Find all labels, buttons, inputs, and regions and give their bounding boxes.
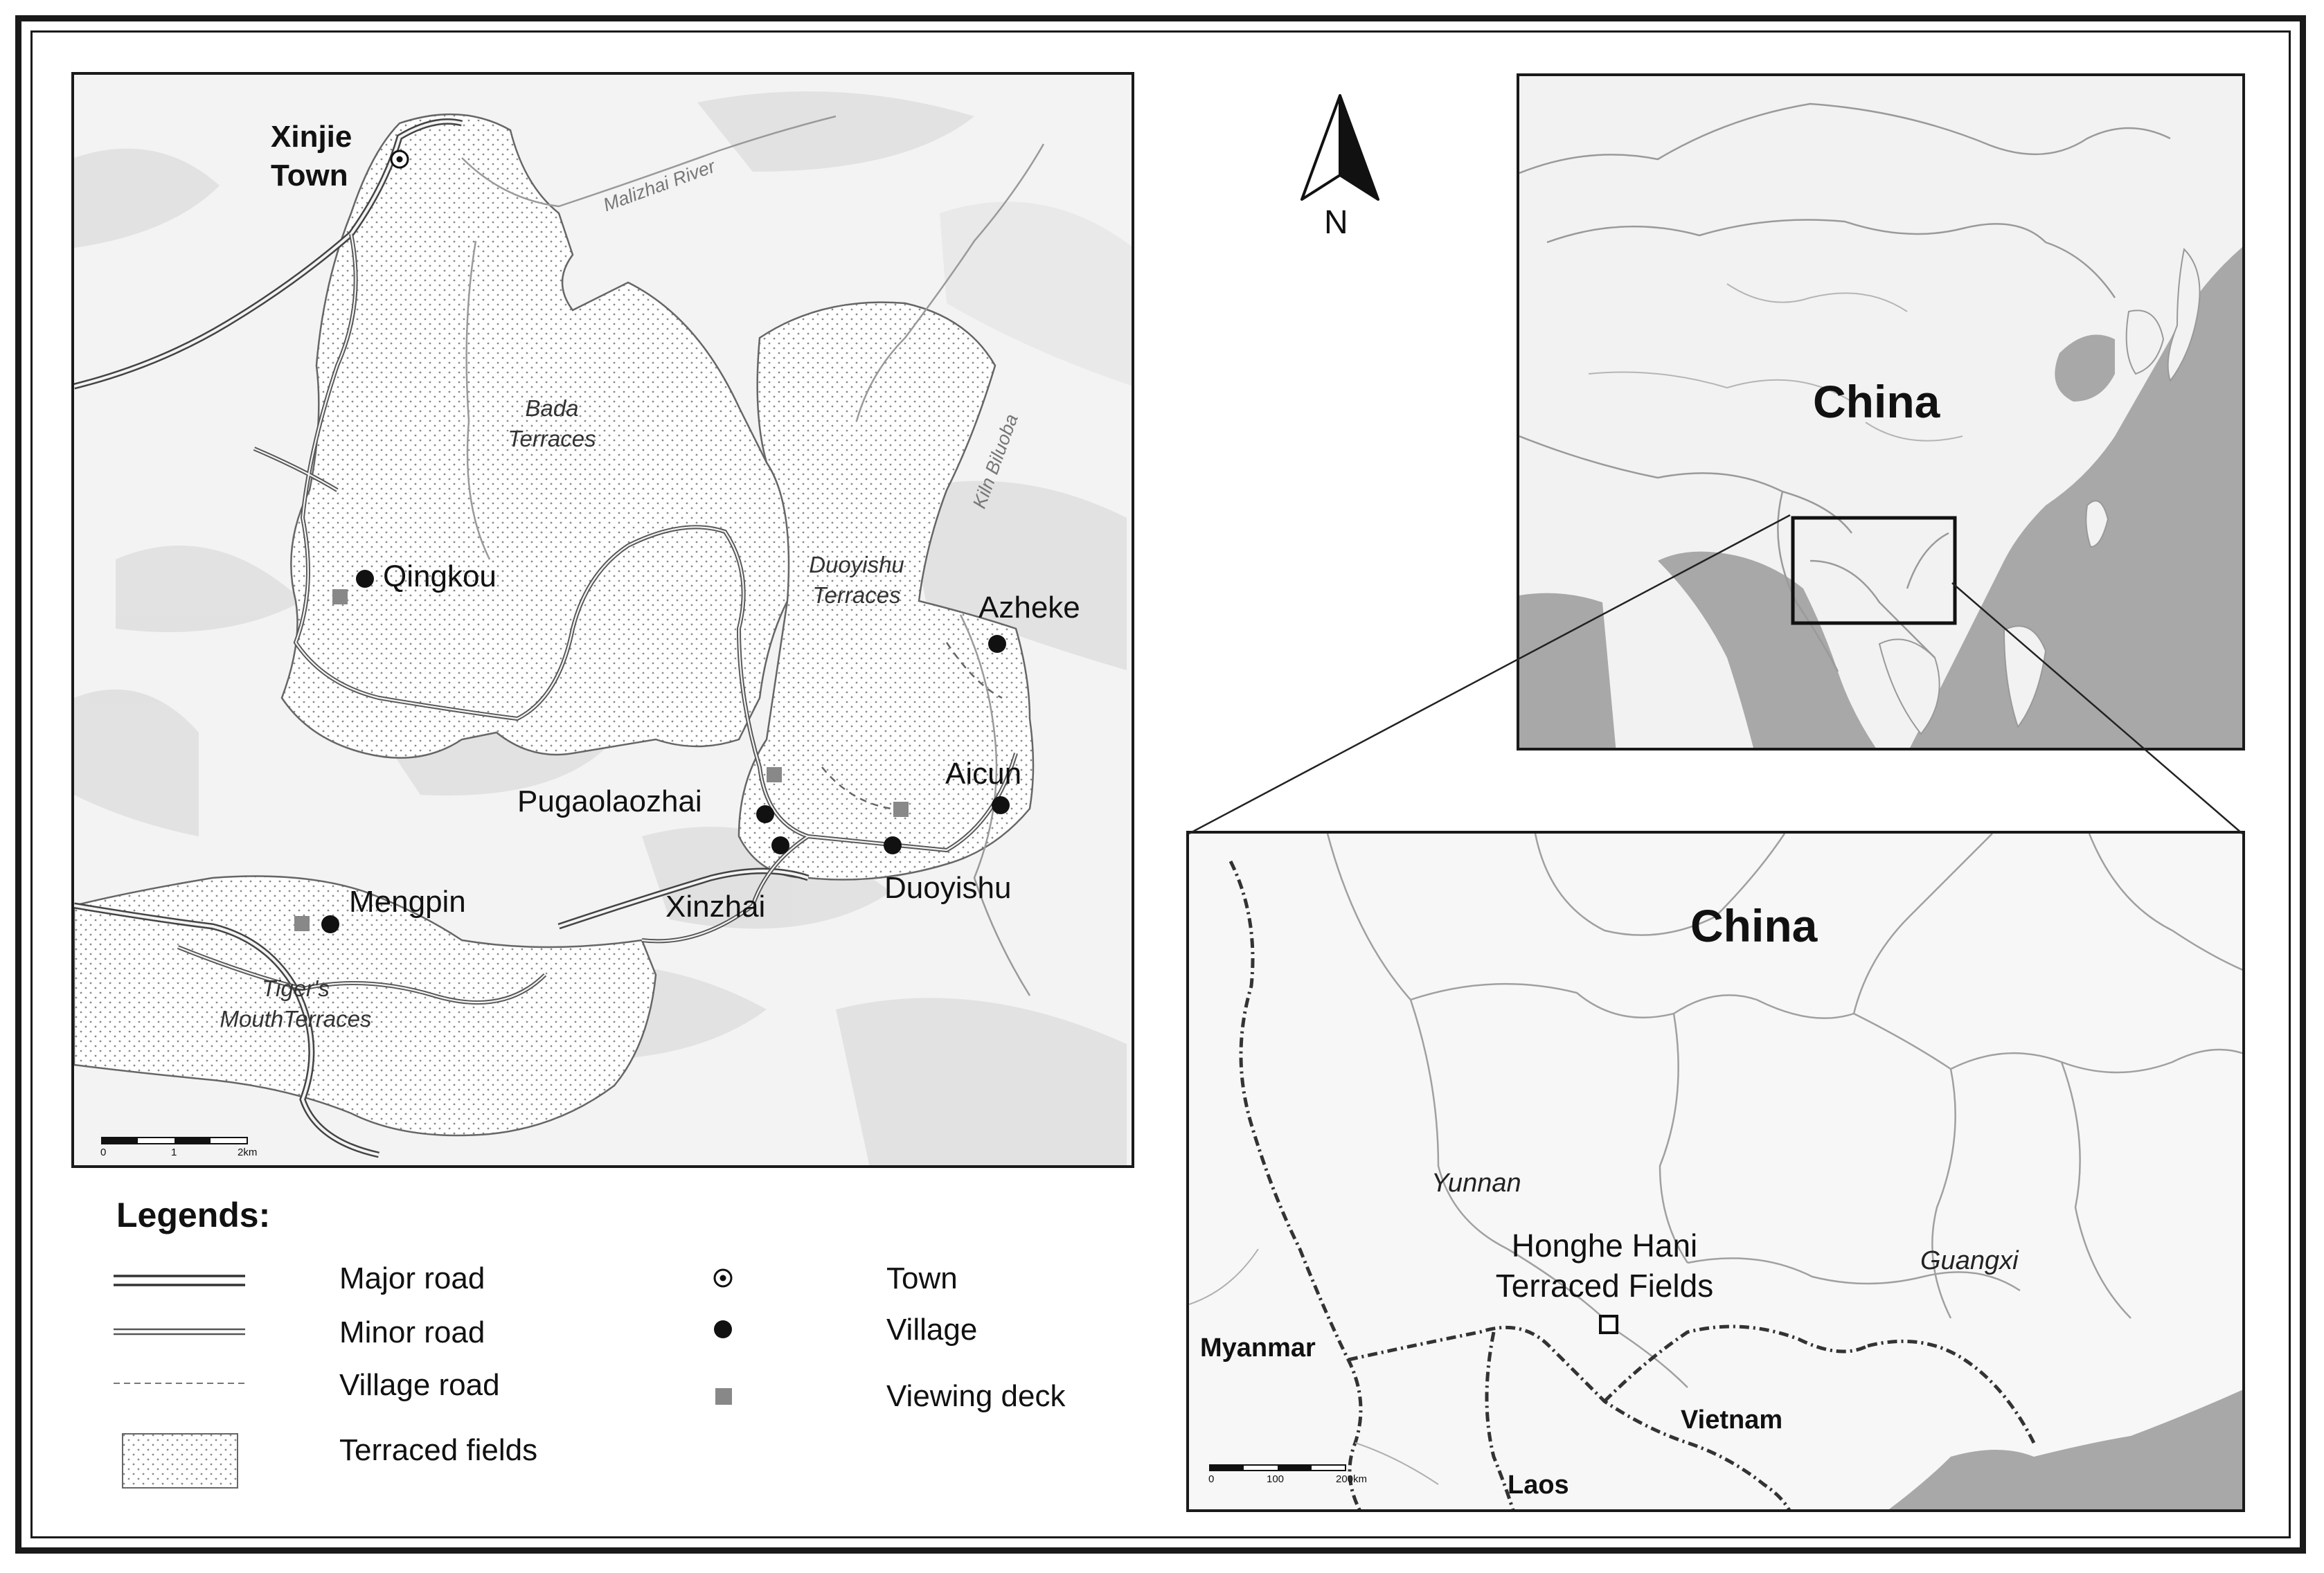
place-duoyishu: Duoyishu — [884, 871, 1012, 905]
detail-map: Xinjie Town Qingkou Azheke Aicun Pugaola… — [71, 72, 1134, 1168]
north-arrow-icon — [1300, 94, 1379, 201]
legend-town: Town — [886, 1261, 958, 1295]
viewing-deck-qingkou — [332, 589, 348, 604]
regional-map: China Yunnan Guangxi Honghe Hani Terrace… — [1186, 831, 2245, 1512]
village-dot-qingkou — [356, 570, 374, 588]
legend-major-road: Major road — [339, 1261, 485, 1295]
village-dot-duoyishu — [884, 836, 902, 854]
legend-viewing-deck: Viewing deck — [886, 1379, 1066, 1413]
regional-map-drawing — [1189, 834, 2242, 1509]
village-dot-aicun — [992, 796, 1010, 814]
legend-village-road: Village road — [339, 1368, 500, 1402]
viewing-deck-mengpin — [294, 916, 310, 931]
label-vietnam: Vietnam — [1681, 1405, 1783, 1435]
place-azheke: Azheke — [978, 591, 1080, 624]
regional-scale-bar — [1209, 1464, 1346, 1471]
terraces-tigers-mouth: Tiger's MouthTerraces — [220, 976, 372, 1032]
inner-frame — [30, 30, 2291, 1538]
viewing-deck-pugaolaozhai — [767, 767, 782, 782]
place-aicun: Aicun — [945, 757, 1022, 791]
village-dot-xinzhai — [771, 836, 789, 854]
legend-town-icon — [713, 1268, 733, 1288]
village-dot-pugaolaozhai — [756, 805, 774, 823]
place-mengpin: Mengpin — [349, 885, 466, 919]
legend-village-road-symbol — [114, 1383, 245, 1384]
scale-tick-0: 0 — [100, 1147, 107, 1158]
legend-minor-road: Minor road — [339, 1315, 485, 1349]
place-pugaolaozhai: Pugaolaozhai — [517, 784, 702, 818]
terraces-duoyishu: Duoyishu Terraces — [809, 552, 904, 608]
label-guangxi: Guangxi — [1920, 1246, 2019, 1275]
legend-terraced-fields: Terraced fields — [339, 1433, 538, 1467]
label-yunnan: Yunnan — [1431, 1169, 1521, 1198]
scale-tick-2km: 2km — [238, 1147, 258, 1158]
label-myanmar: Myanmar — [1200, 1333, 1316, 1363]
village-dot-mengpin — [321, 915, 339, 933]
legend-village: Village — [886, 1313, 978, 1347]
legend: Legends: Major road Minor road Village r… — [97, 1184, 1170, 1544]
scale-tick-1: 1 — [171, 1147, 177, 1158]
town-symbol-xinjie — [390, 150, 409, 169]
label-laos: Laos — [1508, 1471, 1569, 1500]
inset-locator-box — [1791, 516, 1957, 625]
detail-scale-bar — [101, 1137, 248, 1144]
outer-frame — [15, 15, 2306, 1554]
legend-minor-road-symbol — [114, 1328, 245, 1336]
viewing-deck-duoyishu — [893, 802, 909, 817]
village-dot-azheke — [988, 635, 1006, 653]
place-xinzhai: Xinzhai — [665, 890, 766, 924]
regional-scale-tick-0: 0 — [1208, 1473, 1215, 1485]
north-label: N — [1324, 204, 1348, 241]
site-marker-honghe — [1599, 1315, 1618, 1334]
regional-scale-tick-100: 100 — [1267, 1473, 1285, 1485]
label-china-overview: China — [1813, 376, 1940, 427]
label-honghe-site: Honghe Hani Terraced Fields — [1495, 1228, 1714, 1304]
china-overview-map: China — [1517, 73, 2245, 750]
legend-major-road-symbol — [114, 1275, 245, 1286]
place-xinjie-town: Xinjie Town — [271, 120, 352, 192]
legend-village-icon — [714, 1320, 732, 1338]
terraces-bada: Bada Terraces — [508, 395, 596, 451]
regional-scale-tick-200km: 200km — [1336, 1473, 1368, 1485]
label-china-regional: China — [1690, 900, 1818, 951]
legend-title: Legends: — [116, 1196, 271, 1234]
place-qingkou: Qingkou — [383, 559, 497, 593]
legend-viewing-deck-icon — [715, 1388, 732, 1405]
detail-map-drawing — [74, 75, 1132, 1165]
legend-terraced-fields-symbol — [122, 1433, 238, 1489]
